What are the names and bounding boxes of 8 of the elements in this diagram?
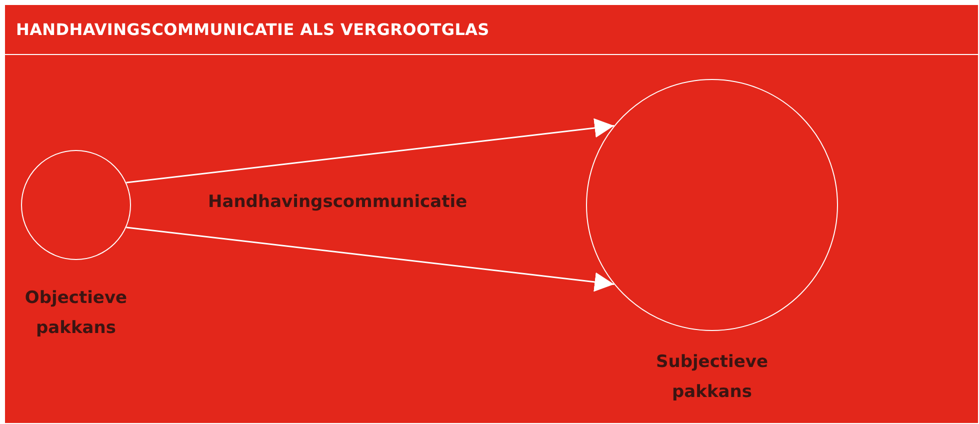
arrow bbox=[126, 118, 614, 184]
circle-caption: Objectieve pakkans bbox=[24, 287, 128, 340]
arrow bbox=[126, 226, 614, 292]
circle bbox=[21, 150, 131, 260]
title: HANDHAVINGSCOMMUNICATIE ALS VERGROOTGLAS bbox=[16, 20, 490, 39]
arrow-label: Handhavingscommunicatie bbox=[208, 192, 468, 212]
circle-caption: Subjectieve pakkans bbox=[654, 351, 770, 404]
circle bbox=[586, 79, 838, 331]
